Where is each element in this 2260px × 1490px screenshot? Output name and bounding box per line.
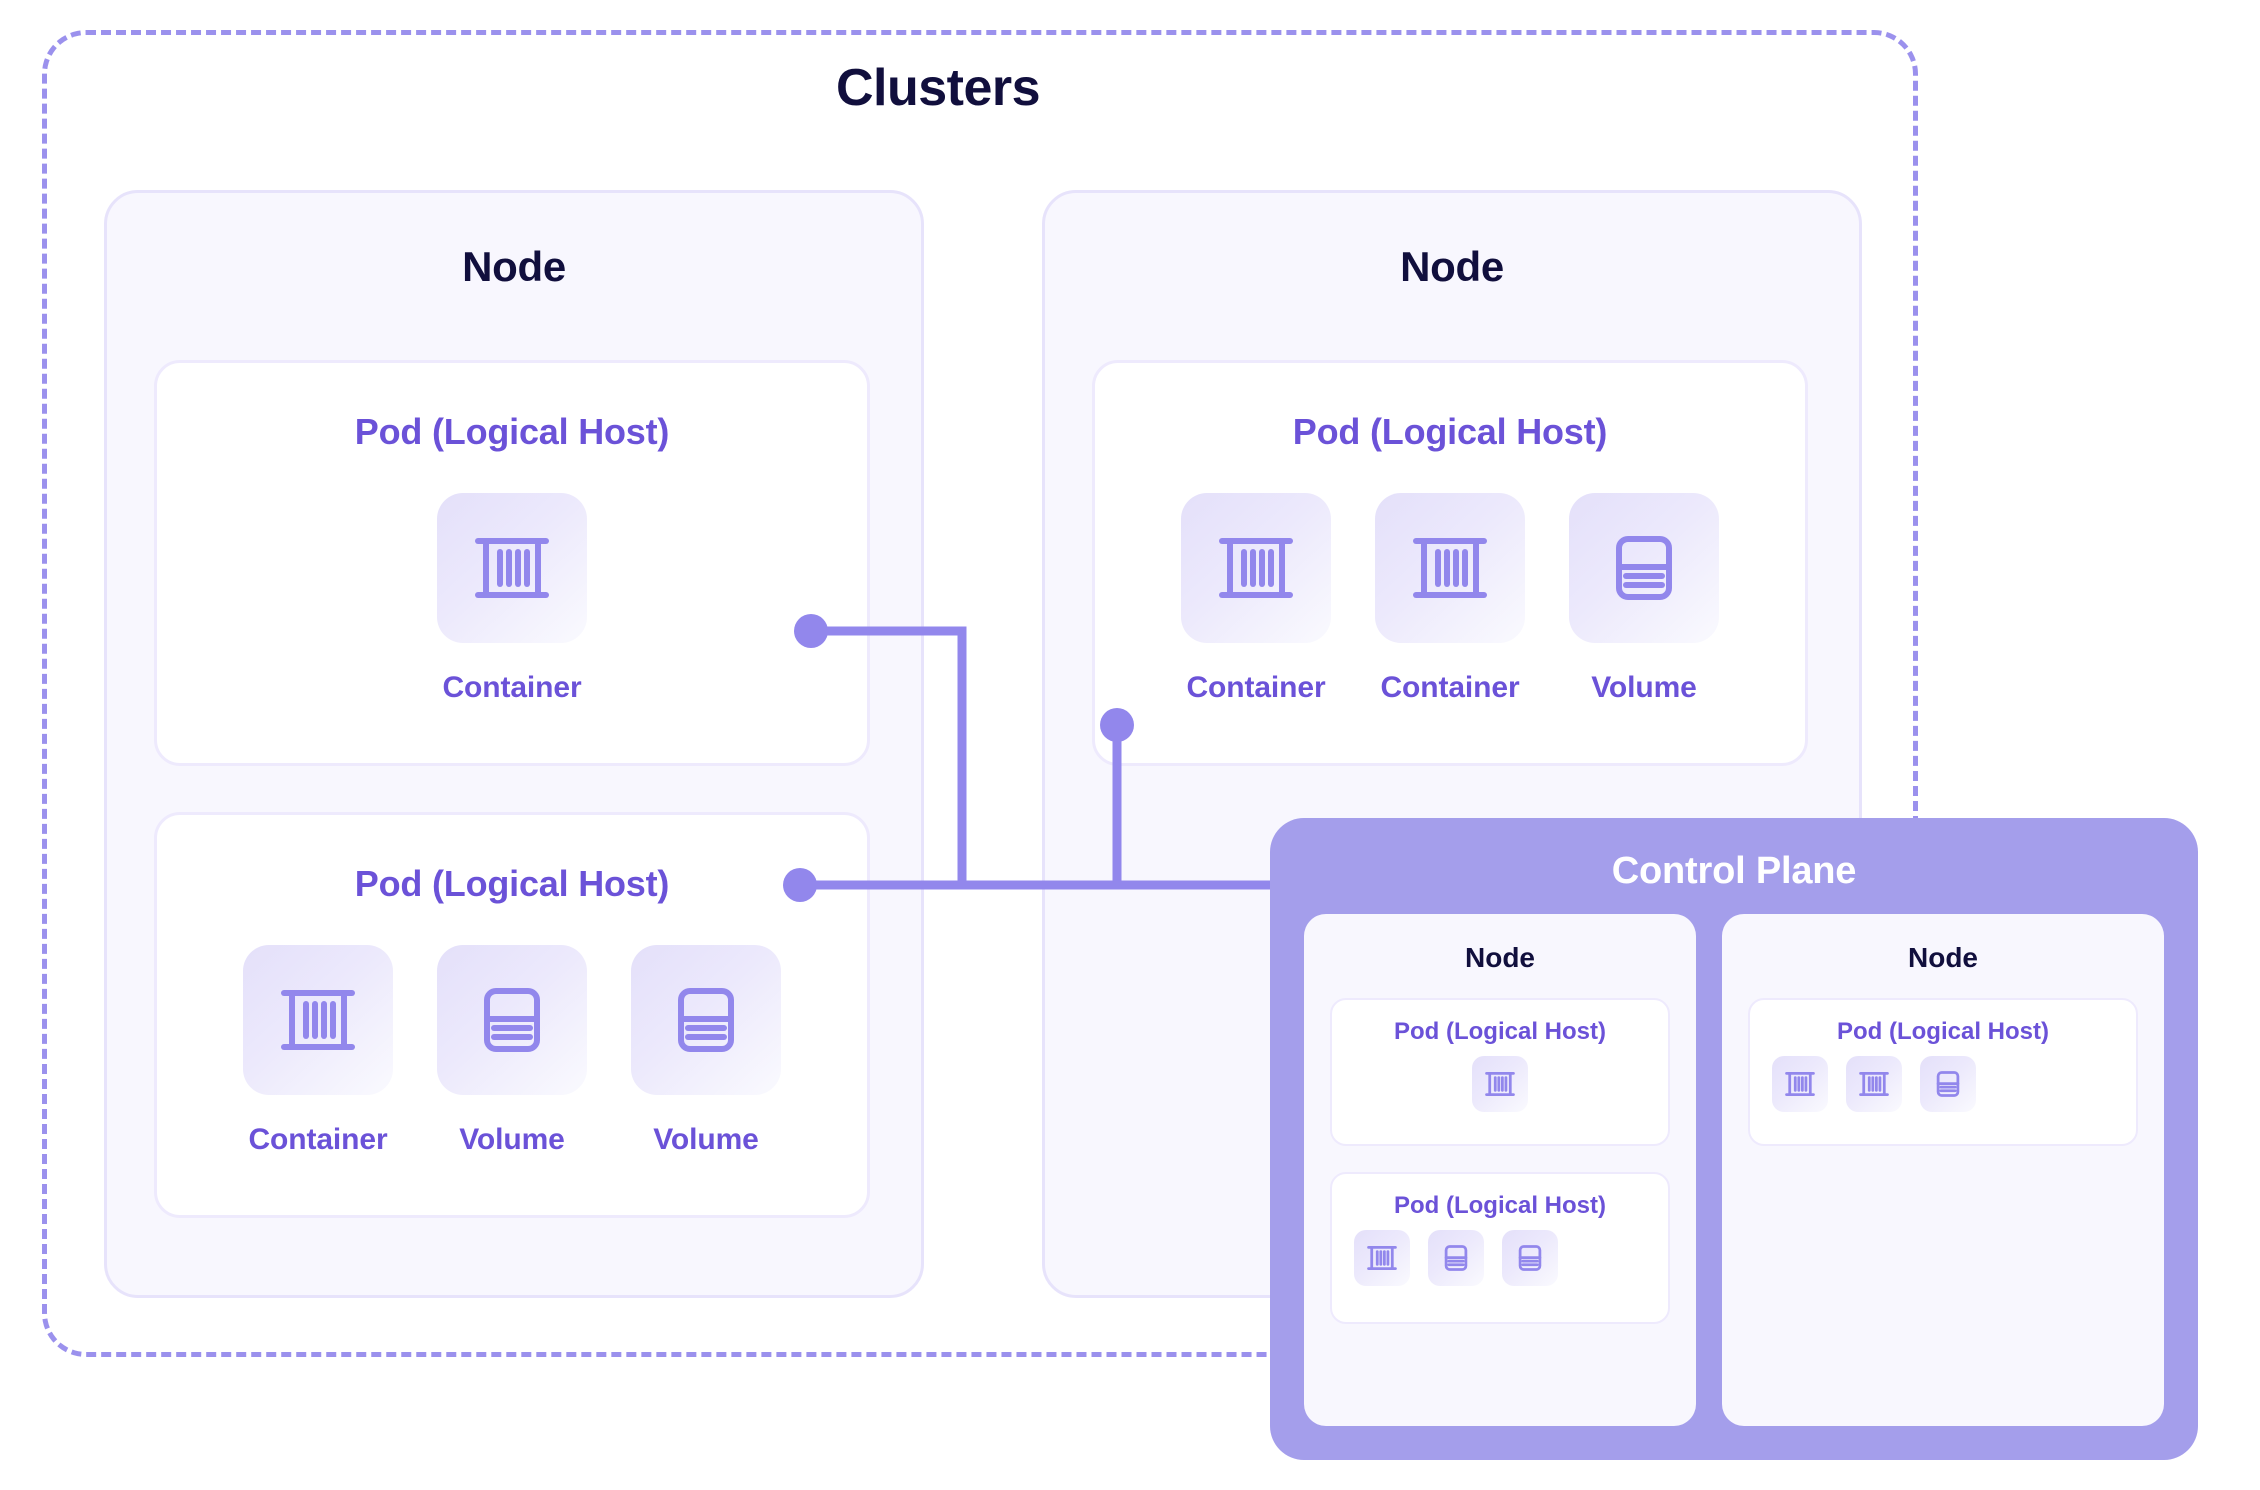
volume-icon: [631, 945, 781, 1095]
pod-node1-1: Pod (Logical Host): [154, 360, 870, 766]
cp-pod-node2-1: Pod (Logical Host): [1748, 998, 2138, 1146]
volume-icon: [1428, 1230, 1484, 1286]
control-plane-panel: Control Plane Node Pod (Logical Host): [1270, 818, 2198, 1460]
pod-item-label: Container: [248, 1123, 388, 1156]
pod-item: Volume: [1569, 493, 1719, 705]
pod-title: Pod (Logical Host): [354, 411, 670, 452]
pod-title: Pod (Logical Host): [1837, 1018, 2049, 1045]
pod-item: Volume: [437, 945, 587, 1157]
cp-pod-node1-1: Pod (Logical Host): [1330, 998, 1670, 1146]
pod-items: Container: [1095, 493, 1805, 705]
pod-items: [1332, 1056, 1668, 1112]
container-icon: [1181, 493, 1331, 643]
volume-icon: [437, 945, 587, 1095]
control-plane-node-1: Node Pod (Logical Host): [1304, 914, 1696, 1426]
pod-item: Container: [437, 493, 587, 705]
node-title: Node: [462, 243, 566, 290]
container-icon: [1354, 1230, 1410, 1286]
clusters-title: Clusters: [835, 59, 1041, 117]
pod-title: Pod (Logical Host): [354, 863, 670, 904]
pod-item: Container: [1181, 493, 1331, 705]
node-title: Node: [1465, 942, 1535, 973]
pod-title: Pod (Logical Host): [1394, 1018, 1606, 1045]
node-title: Node: [1908, 942, 1978, 973]
control-plane-node-2: Node Pod (Logical Host): [1722, 914, 2164, 1426]
pod-title: Pod (Logical Host): [1394, 1192, 1606, 1219]
pod-item-label: Volume: [1591, 671, 1697, 704]
pod-item-label: Container: [1380, 671, 1520, 704]
pod-item-label: Container: [442, 671, 582, 704]
pod-items: [1332, 1230, 1690, 1286]
control-plane-title: Control Plane: [1611, 850, 1857, 892]
container-icon: [1846, 1056, 1902, 1112]
pod-items: Container: [157, 493, 867, 705]
cp-pod-node1-2: Pod (Logical Host): [1330, 1172, 1670, 1324]
pod-items: Container Volume: [157, 945, 867, 1157]
volume-icon: [1502, 1230, 1558, 1286]
pod-item: Container: [1375, 493, 1525, 705]
pod-item-label: Volume: [653, 1123, 759, 1156]
pod-item: Container: [243, 945, 393, 1157]
container-icon: [437, 493, 587, 643]
volume-icon: [1920, 1056, 1976, 1112]
clusters-boundary: [42, 30, 1918, 1357]
pod-node2-1: Pod (Logical Host): [1092, 360, 1808, 766]
container-icon: [243, 945, 393, 1095]
pod-item-label: Container: [1186, 671, 1326, 704]
container-icon: [1772, 1056, 1828, 1112]
pod-title: Pod (Logical Host): [1292, 411, 1608, 452]
container-icon: [1472, 1056, 1528, 1112]
pod-item: Volume: [631, 945, 781, 1157]
pod-items: [1750, 1056, 2158, 1112]
pod-item-label: Volume: [459, 1123, 565, 1156]
container-icon: [1375, 493, 1525, 643]
pod-node1-2: Pod (Logical Host): [154, 812, 870, 1218]
node-title: Node: [1400, 243, 1504, 290]
volume-icon: [1569, 493, 1719, 643]
